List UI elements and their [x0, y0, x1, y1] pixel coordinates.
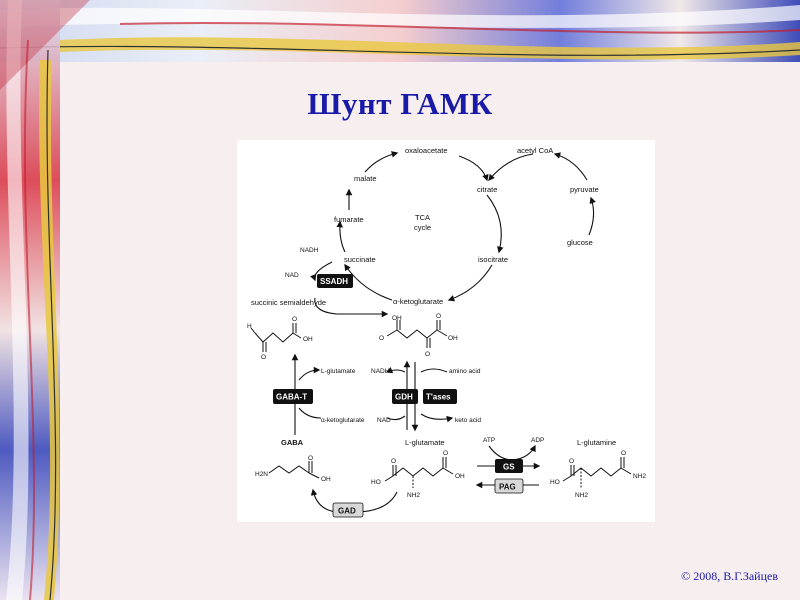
enzyme-gs-box — [495, 459, 523, 473]
label-succinate: succinate — [344, 255, 376, 264]
enzyme-gabat: GABA-T — [276, 393, 307, 402]
atom-o-glu-left: O — [391, 458, 396, 465]
atom-ho-gln: HO — [550, 479, 560, 486]
enzyme-pag: PAG — [499, 483, 516, 492]
enzyme-tases: T'ases — [426, 393, 451, 402]
atom-oh-akg-right: OH — [448, 335, 458, 342]
atom-o-ssa-bottom: O — [261, 354, 266, 361]
enzyme-ssadh: SSADH — [320, 277, 348, 286]
atom-nh2-glu: NH2 — [407, 492, 420, 499]
atom-o-gaba: O — [308, 455, 313, 462]
atom-o-glu-right: O — [443, 450, 448, 457]
label-nad-gdh: NAD — [377, 417, 391, 424]
label-citrate: citrate — [477, 185, 497, 194]
gaba-shunt-diagram: oxaloacetate acetyl CoA citrate malate p… — [237, 140, 655, 522]
succinic-semialdehyde-structure — [250, 323, 302, 352]
label-isocitrate: isocitrate — [478, 255, 508, 264]
atom-oh-glu: OH — [455, 473, 465, 480]
enzyme-gad-box — [332, 502, 364, 518]
atom-ho-glu: HO — [371, 479, 381, 486]
l-glutamine-structure — [562, 457, 632, 488]
label-succinic-semialdehyde: succinic semialdehyde — [251, 298, 326, 307]
label-l-glutamine: L-glutamine — [577, 438, 616, 447]
enzyme-gdh-box — [392, 389, 418, 404]
enzyme-gad: GAD — [338, 507, 356, 516]
label-keto-acid: keto acid — [455, 417, 481, 424]
alpha-ketoglutarate-structure — [386, 320, 448, 348]
label-oxaloacetate: oxaloacetate — [405, 146, 448, 155]
label-tca-line1: TCA — [415, 213, 430, 222]
atom-oh-akg-left: OH — [392, 315, 402, 322]
slide-title: Шунт ГАМК — [307, 86, 493, 121]
atom-nh2-gln-amide: NH2 — [633, 473, 646, 480]
label-tca-line2: cycle — [414, 223, 431, 232]
label-nad-top: NAD — [285, 272, 299, 279]
atom-o-akg-right: O — [436, 313, 441, 320]
label-gaba: GABA — [281, 438, 304, 447]
label-acetyl-coa: acetyl CoA — [517, 146, 553, 155]
enzyme-pag-box — [494, 478, 524, 494]
atom-o-ssa-top: O — [292, 316, 297, 323]
gaba-structure — [268, 461, 320, 479]
label-fumarate: fumarate — [334, 215, 364, 224]
atom-h2n-gaba: H2N — [255, 471, 268, 478]
enzyme-tases-box — [423, 389, 457, 404]
atom-o-gln-right: O — [621, 450, 626, 457]
enzyme-gs: GS — [503, 463, 515, 472]
label-nadh-top: NADH — [300, 247, 319, 254]
label-alpha-ketoglutarate: α-ketoglutarate — [393, 297, 443, 306]
label-atp: ATP — [483, 437, 495, 444]
l-glutamate-structure — [384, 457, 454, 488]
enzyme-gabat-box — [273, 389, 313, 404]
atom-oh-gaba: OH — [321, 476, 331, 483]
label-amino-acid: amino acid — [449, 368, 481, 375]
label-akg-gabat: α-ketoglutarate — [321, 417, 365, 424]
label-malate: malate — [354, 174, 377, 183]
label-l-glutamate-gabat: L-glutamate — [321, 368, 356, 375]
label-l-glutamate: L-glutamate — [405, 438, 445, 447]
label-adp: ADP — [531, 437, 544, 444]
enzyme-ssadh-box — [317, 274, 353, 288]
atom-nh2-gln: NH2 — [575, 492, 588, 499]
label-pyruvate: pyruvate — [570, 185, 599, 194]
tca-cycle-arrows — [310, 151, 596, 318]
label-nadh-gdh: NADH — [371, 368, 390, 375]
atom-o-akg-bottom: O — [425, 351, 430, 358]
atom-oh-ssa: OH — [303, 336, 313, 343]
atom-o-gln-left: O — [569, 458, 574, 465]
enzyme-gdh: GDH — [395, 393, 413, 402]
label-glucose: glucose — [567, 238, 593, 247]
atom-h-ssa: H — [247, 323, 252, 330]
atom-o-akg-left: O — [379, 335, 384, 342]
copyright-notice: © 2008, В.Г.Зайцев — [681, 569, 778, 583]
